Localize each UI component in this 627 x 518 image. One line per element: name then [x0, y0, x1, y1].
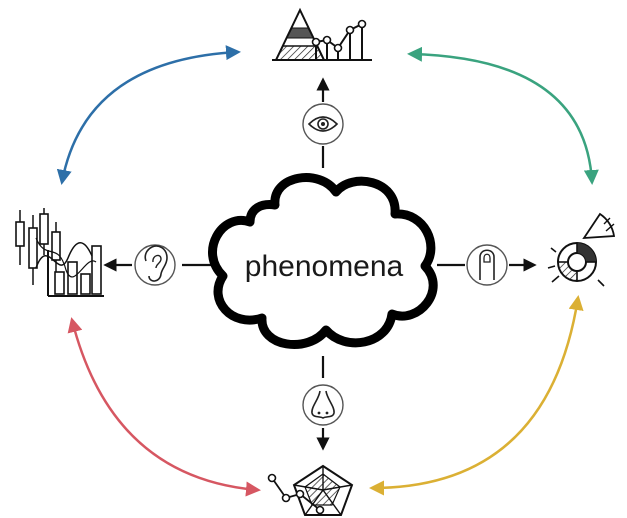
nose-icon	[311, 390, 335, 419]
phenomena-cloud: phenomena	[208, 173, 438, 349]
sense-sight	[302, 103, 344, 145]
connector-top-right	[407, 46, 599, 185]
ear-icon	[144, 245, 168, 282]
connector-left-top	[56, 45, 241, 185]
pie-chart-icon	[547, 212, 616, 287]
radar-network-icon	[267, 464, 354, 516]
finger-icon	[479, 249, 495, 280]
sense-smell	[302, 384, 344, 426]
connector-bottom-right	[369, 295, 584, 496]
sense-touch	[466, 244, 508, 286]
candlestick-chart-icon	[15, 208, 104, 297]
mixed-chart-icon	[272, 7, 372, 61]
connector-left-bottom	[67, 317, 261, 497]
center-label: phenomena	[245, 250, 404, 283]
eye-icon	[307, 116, 339, 132]
sense-hearing	[134, 244, 176, 286]
